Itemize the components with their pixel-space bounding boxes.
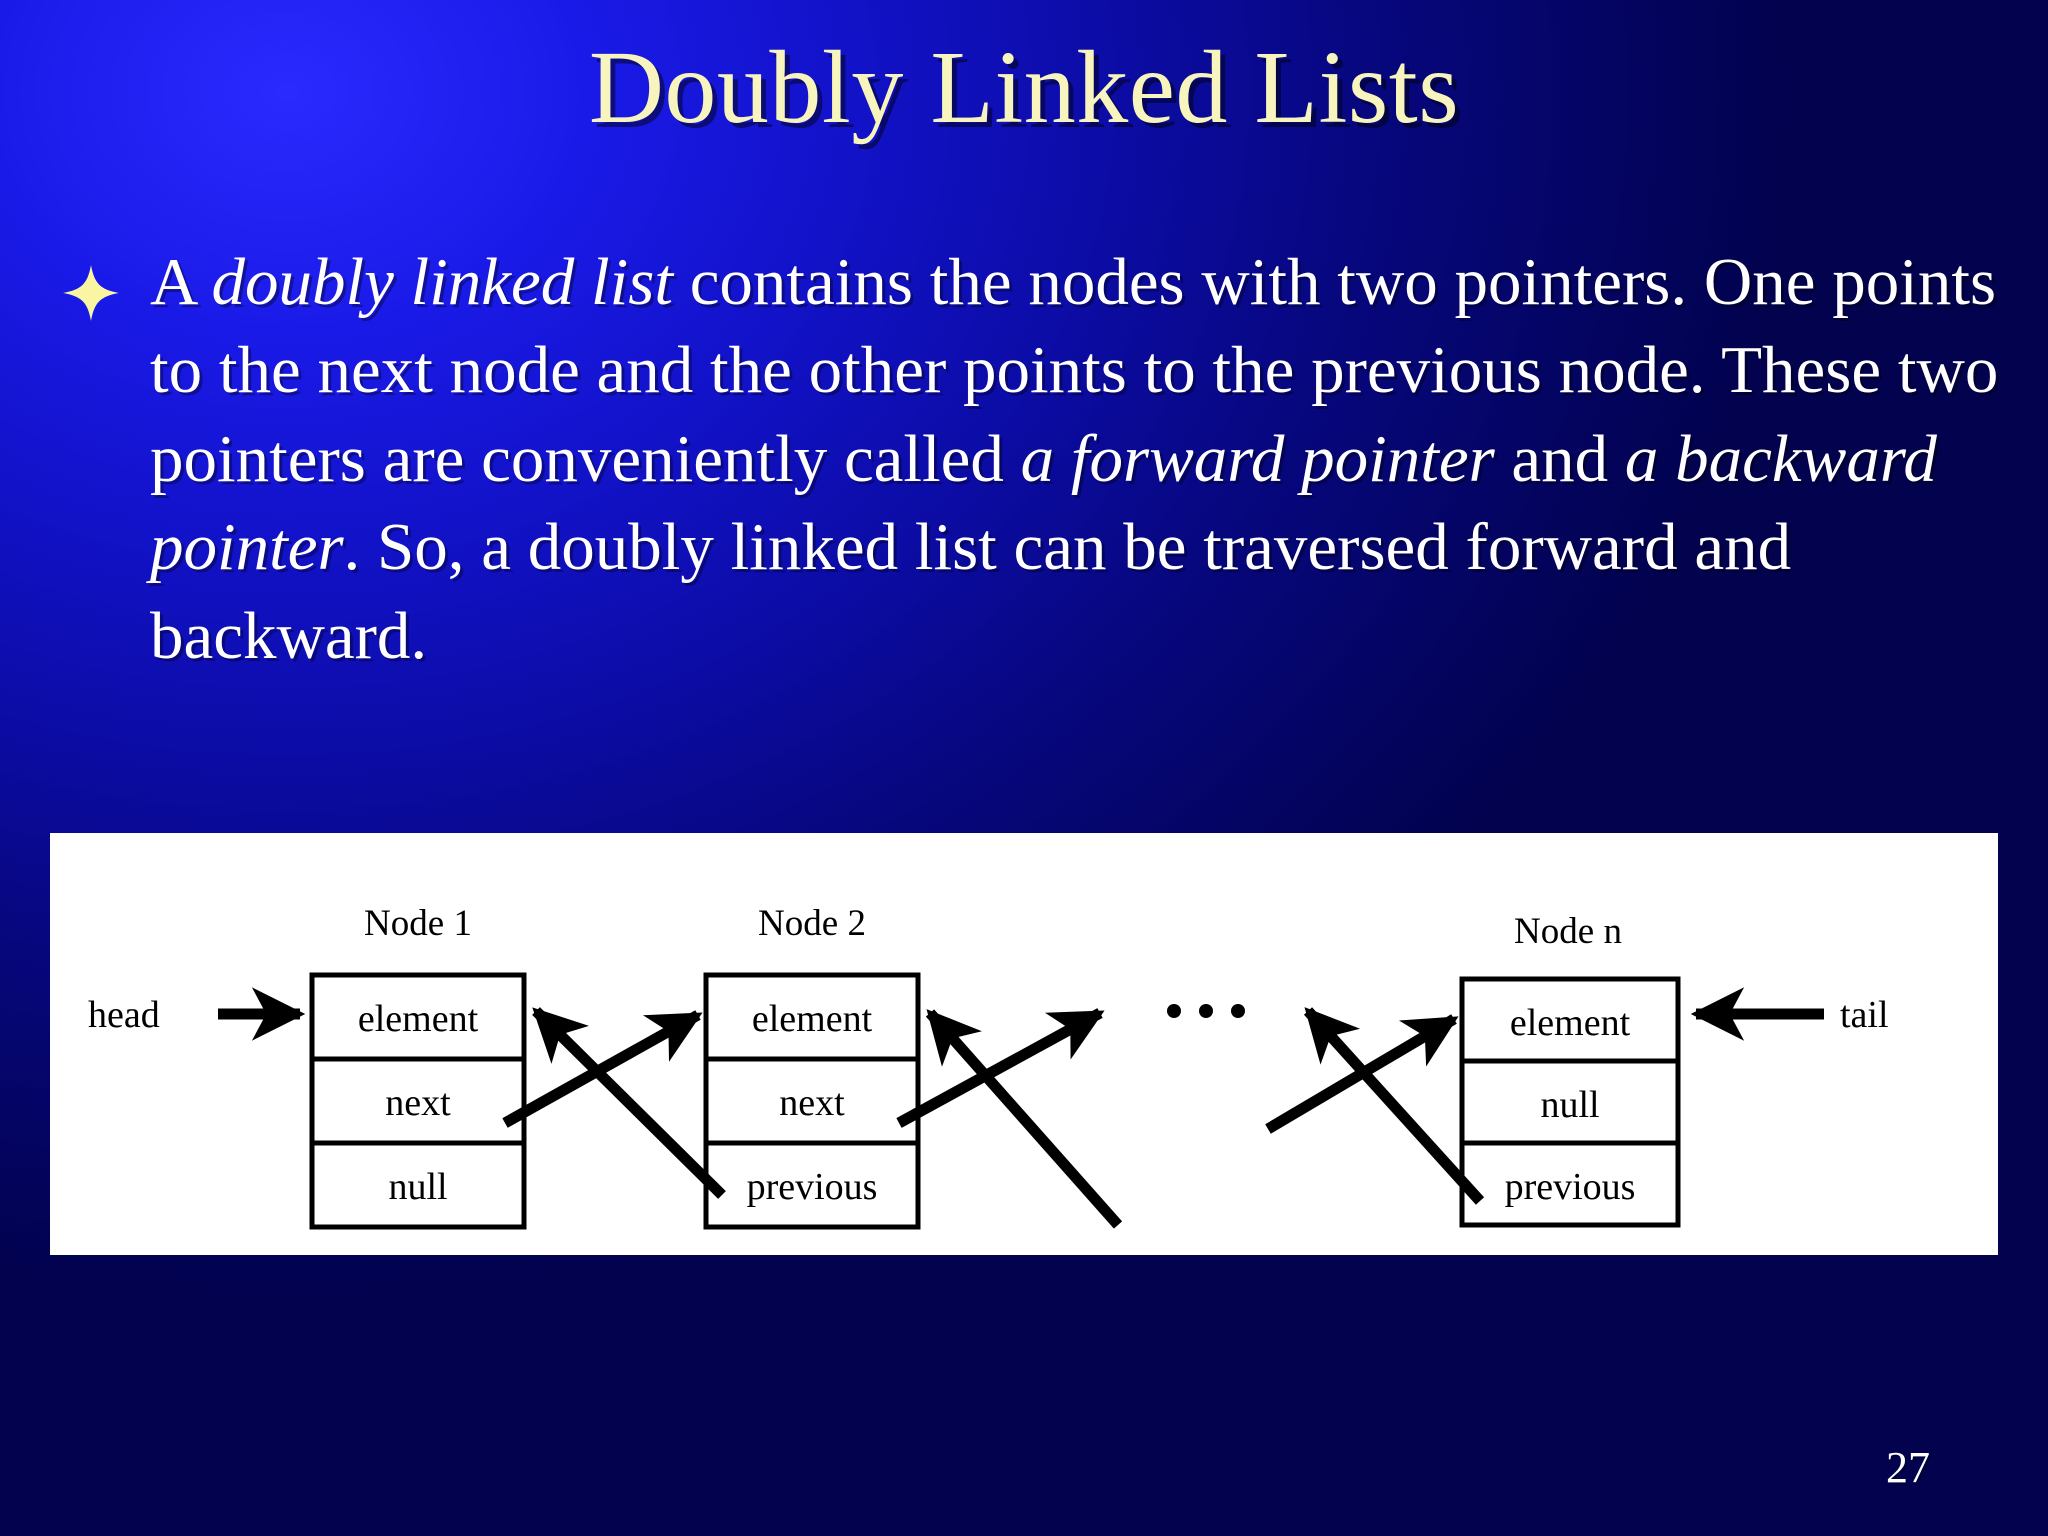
body-seg-5: a backward pointer [150,421,1937,585]
linked-list-diagram-panel: Node 1 Node 2 Node n element next null e… [50,833,1998,1255]
body-seg-2: contains the nodes with two pointers. On… [150,245,1999,496]
node-2-cell-next: next [779,1082,845,1124]
node-n-previous-arrow [1303,1007,1485,1205]
node-n-title: Node n [1514,911,1622,952]
node-2-cell-element: element [752,998,873,1040]
node-1-title: Node 1 [364,903,472,944]
node-1-cell-element: element [358,998,479,1040]
node-n-box: element null previous [1459,976,1681,1228]
bullet-paragraph-text: A doubly linked list contains the nodes … [150,238,2002,680]
node-n-cell-element: element [1510,1002,1631,1044]
page-number: 27 [1886,1443,1930,1492]
body-seg-4: and [1494,421,1625,496]
body-seg-6: . So, a doubly linked list can be traver… [150,510,1792,673]
ellipsis-icon [1167,1004,1245,1018]
node-n-cell-null: null [1540,1084,1599,1126]
tail-label: tail [1840,994,1889,1036]
bullet-paragraph: A doubly linked list contains the nodes … [62,238,2002,680]
next-node-previous-arrow [925,1009,1123,1229]
node-1-box: element next null [309,972,527,1230]
node-1-cell-null: null [388,1166,447,1208]
node-2-next-arrow [896,1008,1105,1128]
linked-list-diagram: Node 1 Node 2 Node n element next null e… [88,903,1889,1230]
node-2-title: Node 2 [758,903,866,944]
node-1-cell-next: next [385,1082,451,1124]
node-2-previous-arrow [532,1007,726,1199]
four-point-star-bullet-icon [63,265,119,321]
head-label: head [88,994,160,1036]
page-title: Doubly Linked Lists [588,30,1460,145]
node-2-cell-previous: previous [747,1166,878,1208]
body-seg-1: doubly linked list [211,245,673,319]
node-2-box: element next previous [703,972,921,1230]
node-n-cell-previous: previous [1505,1166,1636,1208]
body-seg-3: a forward pointer [1020,421,1495,496]
body-seg-0: A [150,245,212,319]
